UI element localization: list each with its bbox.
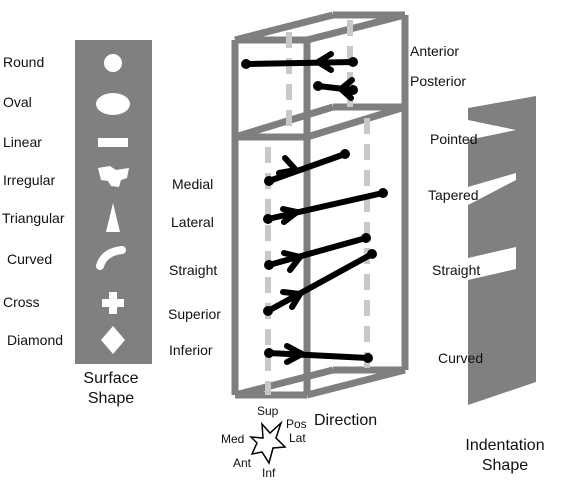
triangular-shape-icon	[106, 203, 120, 232]
indentation-item-straight: Straight	[432, 262, 481, 278]
posterior-arrow	[315, 77, 356, 101]
direction-title: Direction	[314, 412, 378, 429]
compass-sup-label: Sup	[257, 404, 279, 418]
surface-item-triangular: Triangular	[2, 210, 65, 226]
direction-arrows	[243, 51, 386, 365]
hidden-edges	[265, 20, 370, 395]
cross-shape-icon	[102, 292, 124, 314]
anterior-arrow	[243, 51, 356, 73]
lateral-arrow	[265, 190, 386, 225]
direction-medial-label: Medial	[172, 176, 214, 192]
surface-shape-title: Surface Shape	[66, 369, 156, 409]
direction-lateral-label: Lateral	[171, 214, 214, 230]
direction-box	[231, 11, 409, 399]
direction-superior-label: Superior	[168, 306, 221, 322]
surface-item-cross: Cross	[3, 294, 40, 310]
direction-straight-label: Straight	[169, 262, 218, 278]
surface-shape-title-line2: Shape	[87, 390, 135, 407]
indentation-shape-title-line1: Indentation	[465, 437, 545, 454]
surface-item-irregular: Irregular	[3, 172, 56, 188]
indentation-item-pointed: Pointed	[430, 131, 478, 147]
arrow-dots	[241, 57, 388, 363]
surface-item-oval: Oval	[3, 94, 32, 110]
compass-ant-label: Ant	[233, 456, 252, 470]
surface-shape-title-line1: Surface	[83, 370, 139, 387]
curved-shape-icon	[96, 246, 126, 270]
oval-shape-icon	[96, 93, 130, 115]
indentation-item-tapered: Tapered	[428, 187, 479, 203]
compass-star-icon	[249, 420, 287, 465]
superior-arrow	[265, 251, 375, 314]
surface-item-diamond: Diamond	[7, 332, 64, 348]
round-shape-icon	[104, 54, 122, 72]
linear-shape-icon	[98, 138, 128, 147]
surface-item-linear: Linear	[3, 134, 42, 150]
surface-shape-panel	[75, 40, 152, 364]
direction-posterior-label: Posterior	[410, 73, 467, 89]
direction-inferior-label: Inferior	[169, 342, 213, 358]
inferior-arrow	[266, 343, 371, 365]
compass-pos-label: Pos	[286, 417, 307, 431]
straight-arrow	[266, 235, 369, 273]
irregular-shape-icon	[98, 166, 129, 187]
indentation-item-curved: Curved	[438, 350, 484, 366]
compass-inf-label: Inf	[262, 466, 276, 480]
diamond-shape-icon	[101, 326, 125, 354]
surface-item-curved: Curved	[7, 251, 53, 267]
direction-anterior-label: Anterior	[410, 43, 460, 59]
indentation-shape-title: Indentation Shape	[450, 436, 560, 476]
indentation-shape-panel	[468, 96, 536, 405]
compass-lat-label: Lat	[289, 431, 306, 445]
compass-med-label: Med	[221, 432, 245, 446]
indentation-shape-title-line2: Shape	[481, 457, 529, 474]
surface-item-round: Round	[3, 54, 45, 70]
medial-arrow	[266, 151, 348, 184]
